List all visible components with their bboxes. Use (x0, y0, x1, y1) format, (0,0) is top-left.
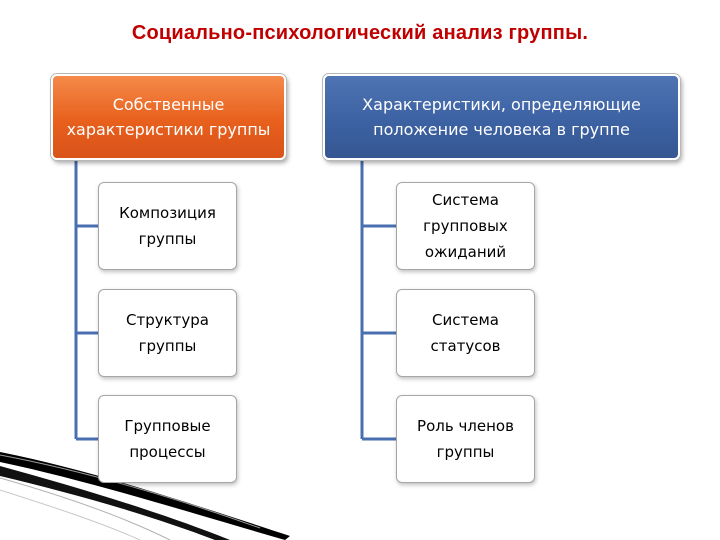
right-header-box: Характеристики, определяющие положение ч… (323, 74, 680, 160)
left-connectors (74, 160, 99, 441)
right-child-box: Роль членов группы (396, 395, 535, 483)
left-child-box: Композиция группы (98, 182, 237, 270)
left-child-box: Структура группы (98, 289, 237, 377)
left-child-box: Групповые процессы (98, 395, 237, 483)
right-child-box: Система групповых ожиданий (396, 182, 535, 270)
left-header-box: Собственные характеристики группы (51, 74, 286, 160)
right-child-box: Система статусов (396, 289, 535, 377)
corner-swoosh-decoration (0, 452, 290, 540)
page-title: Социально-психологический анализ группы. (131, 22, 589, 44)
right-connectors (360, 160, 397, 441)
